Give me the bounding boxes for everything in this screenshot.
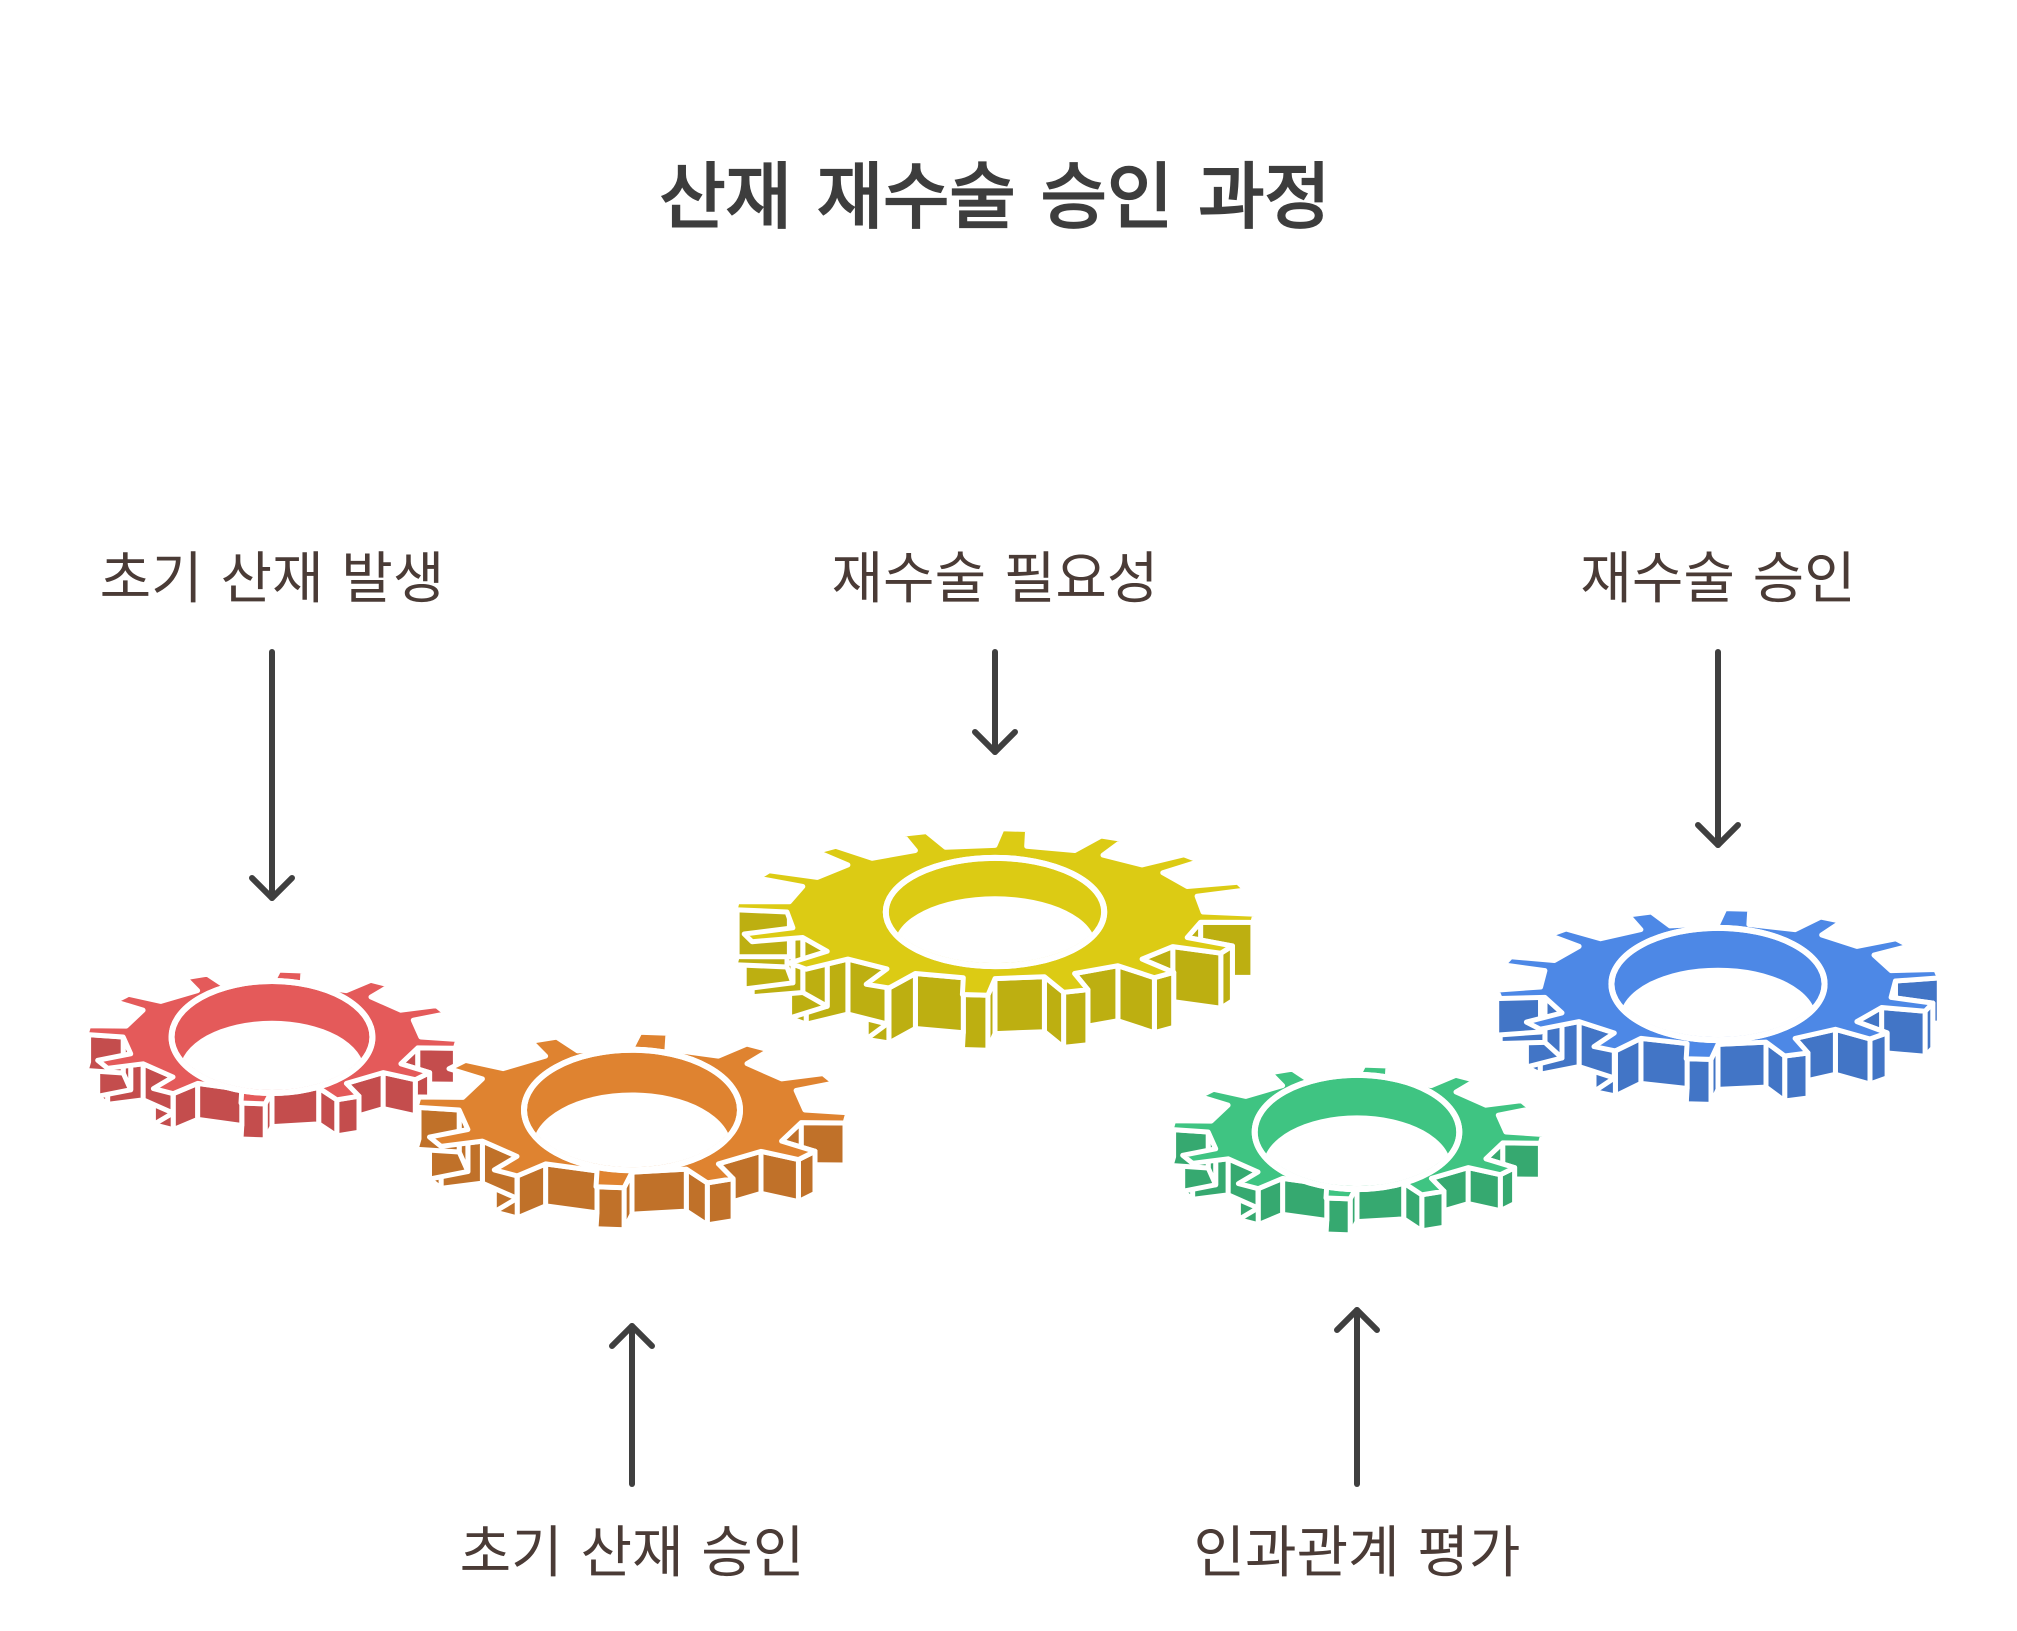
gear-side-face (959, 992, 991, 1053)
gear-hole-outline (168, 977, 376, 1097)
gear-side-face (593, 1184, 627, 1233)
step-label-reoperation-approval: 재수술 승인 (1580, 547, 1855, 612)
gear-side-face (1151, 969, 1177, 1036)
gear-side-face (238, 1100, 268, 1143)
gear-hole-inner-wall (894, 896, 1096, 964)
gear-side-face (629, 1166, 689, 1217)
arrow-down-icon (1695, 649, 1741, 848)
gear-side-face (1170, 944, 1224, 1011)
gear-hole-inner-wall (1619, 967, 1817, 1038)
gear-side-face (1683, 1056, 1714, 1107)
gears-layer (83, 826, 1942, 1238)
gear-side-face (1715, 1039, 1769, 1092)
gear-side-face (912, 971, 966, 1036)
gear-icon-red (83, 967, 461, 1143)
step-label-initial-accident: 초기 산재 발생 (100, 547, 445, 612)
gear-hole-outline (1608, 924, 1828, 1044)
gear-side-face (334, 1093, 362, 1139)
gear-icon-blue (1494, 906, 1942, 1107)
diagram-title: 산재 재수술 승인 과정 (659, 155, 1330, 239)
step-label-reoperation-need: 재수술 필요성 (832, 547, 1159, 612)
gear-icon-green (1168, 1062, 1546, 1238)
gear-side-face (992, 974, 1047, 1037)
arrow-down-icon (972, 649, 1018, 755)
gear-side-face (1323, 1195, 1353, 1238)
gear-side-face (1638, 1035, 1690, 1091)
gear-hole-outline (1251, 1071, 1463, 1193)
gear-side-face (1419, 1188, 1447, 1234)
gear-hole-inner-wall (532, 1092, 732, 1168)
gear-hole-outline (882, 854, 1108, 970)
gear-hole-outline (521, 1046, 743, 1174)
gear-side-face (1061, 987, 1091, 1050)
gear-side-face (704, 1176, 736, 1228)
gear-hole-inner-wall (179, 1020, 365, 1091)
step-label-causality-assessment: 인과관계 평가 (1194, 1521, 1521, 1586)
gear-icon-yellow (732, 826, 1258, 1053)
arrow-up-icon (1334, 1307, 1380, 1487)
gear-side-face (1782, 1050, 1811, 1104)
arrow-up-icon (609, 1323, 655, 1487)
gear-icon-orange (413, 1029, 851, 1233)
gear-hole-inner-wall (1262, 1115, 1452, 1187)
gear-side-faces (413, 1088, 851, 1233)
arrow-down-icon (249, 649, 295, 901)
step-label-initial-approval: 초기 산재 승인 (460, 1521, 805, 1586)
